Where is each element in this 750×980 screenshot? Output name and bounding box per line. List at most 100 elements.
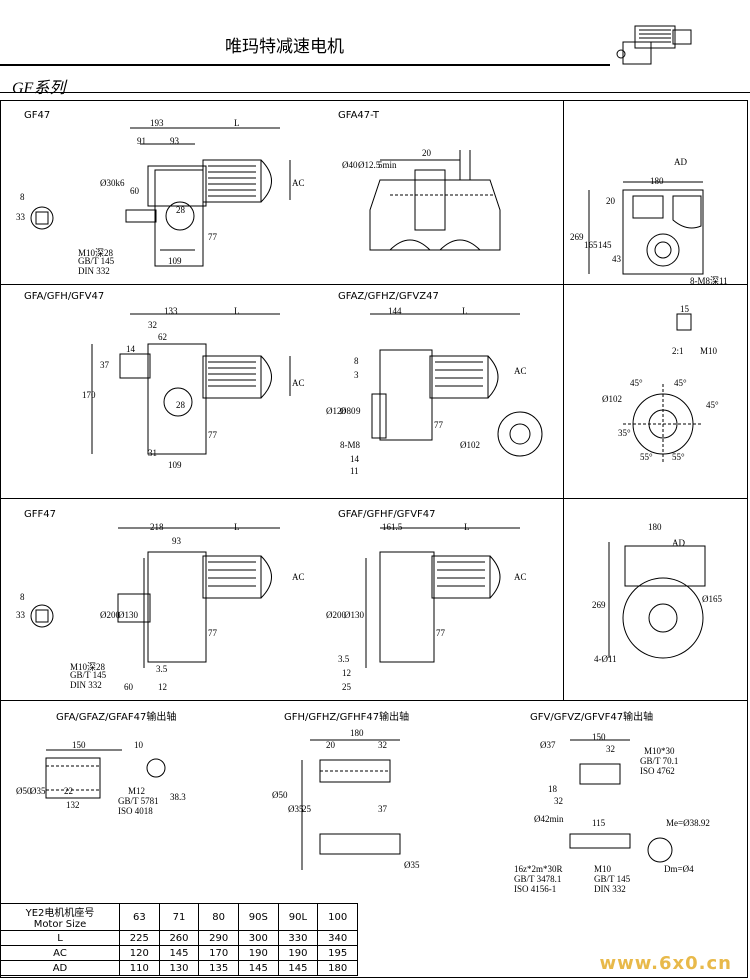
side1-dim-20: 20 <box>606 196 615 206</box>
gf47-dim-93: 93 <box>170 136 179 146</box>
gfaf47-dim-77: 77 <box>436 628 445 638</box>
gf47-dim-33: 33 <box>16 212 25 222</box>
gfa47-dim-31: 31 <box>148 448 157 458</box>
side2-dim-55b: 55° <box>672 452 685 462</box>
table-row: YE2电机机座号 Motor Size 63 71 80 90S 90L 100 <box>0 903 358 931</box>
gfaz47-dim-14: 14 <box>350 454 359 464</box>
table-row: AC 120 145 170 190 190 195 <box>0 945 358 961</box>
table-header-cell: YE2电机机座号 Motor Size <box>0 903 120 931</box>
shaft2-dim-25: 25 <box>302 804 311 814</box>
table-row-label: AD <box>0 960 120 976</box>
side3-dim-269: 269 <box>592 600 606 610</box>
shaft3-note-8: GB/T 145 <box>594 874 631 884</box>
gfa47t-dim-40: Ø40 <box>342 160 358 170</box>
table-cell: 195 <box>317 945 358 961</box>
shaft3-dim-me: Me=Ø38.92 <box>666 818 710 828</box>
table-cell: 145 <box>237 960 279 976</box>
gfa47t-dim-5min: 5min <box>378 160 397 170</box>
shaft1-dim-10: 10 <box>134 740 143 750</box>
panel-title-gfaz47: GFAZ/GFHZ/GFVZ47 <box>338 291 439 302</box>
gfaz47-dim-77: 77 <box>434 420 443 430</box>
side2-dim-15: 15 <box>680 304 689 314</box>
table-cell: 340 <box>317 930 358 946</box>
shaft2-drawing <box>301 739 401 870</box>
table-cell: 145 <box>158 945 200 961</box>
table-cell: 180 <box>317 960 358 976</box>
gfa47-dim-37: 37 <box>100 360 109 370</box>
table-row-label: L <box>0 930 120 946</box>
gfaz47-dim-11: 11 <box>350 466 359 476</box>
shaft3-dim-dm: Dm=Ø4 <box>664 864 694 874</box>
gff47-dim-200: Ø200 <box>100 610 120 620</box>
gfaz47-dim-8: 8 <box>354 356 359 366</box>
shaft3-note-7: M10 <box>594 864 612 874</box>
gfaz47-dim-80: Ø80 <box>340 406 356 416</box>
shaft2-dim-35a: Ø35 <box>288 804 304 814</box>
gf47-dim-60: 60 <box>130 186 139 196</box>
table-size-cell: 90S <box>237 903 279 931</box>
table-cell: 120 <box>119 945 160 961</box>
shaft3-drawing <box>569 739 673 863</box>
gfaf47-dim-12: 12 <box>342 668 351 678</box>
side2-dim-45a: 45° <box>630 378 643 388</box>
gearmotor-thumbnail-icon <box>616 25 692 65</box>
shaft1-note-2: GB/T 5781 <box>118 796 159 806</box>
gff47-dim-ac: AC <box>292 572 305 582</box>
gfa47-dim-ac: AC <box>292 378 305 388</box>
shaft3-dim-150: 150 <box>592 732 606 742</box>
side2-dim-45c: 45° <box>706 400 719 410</box>
shaft3-dim-37: Ø37 <box>540 740 556 750</box>
gfa47t-dim-20: 20 <box>422 148 431 158</box>
gf47-dim-193: 193 <box>150 118 164 128</box>
gff47-dim-130: Ø130 <box>118 610 138 620</box>
panel-title-gfa47t: GFA47-T <box>338 110 379 121</box>
grid-hline-2 <box>0 498 748 499</box>
side1-dim-165: 165 <box>584 240 598 250</box>
table-row: AD 110 130 135 145 145 180 <box>0 960 358 976</box>
side2-dim-ratio: 2:1 <box>672 346 684 356</box>
gfa47-drawing <box>91 313 291 455</box>
gf47-note-1: M10深28 <box>78 248 114 258</box>
gff47-note-1: M10深28 <box>70 662 106 672</box>
header-rule <box>0 64 610 66</box>
side2-drawing <box>623 313 703 464</box>
page-title: 唯玛特减速电机 <box>225 37 344 57</box>
shaft2-dim-180: 180 <box>350 728 364 738</box>
gff47-dim-8: 8 <box>20 592 25 602</box>
table-cell: 260 <box>158 930 200 946</box>
gff47-drawing <box>30 527 280 668</box>
shaft1-drawing <box>45 749 166 799</box>
table-header-en: Motor Size <box>33 919 87 930</box>
shaft3-dim-32b: 32 <box>554 796 563 806</box>
side3-dim-4011: 4-Ø11 <box>594 654 617 664</box>
gf47-drawing <box>30 127 291 267</box>
gfa47t-dim-125: Ø12.5 <box>358 160 381 170</box>
table-cell: 135 <box>198 960 239 976</box>
gfaz47-dim-9: 9 <box>356 406 361 416</box>
shaft1-dim-50: Ø50 <box>16 786 32 796</box>
gfa47-dim-77: 77 <box>208 430 217 440</box>
shaft2-dim-35b: Ø35 <box>404 860 420 870</box>
shaft3-dim-115: 115 <box>592 818 606 828</box>
gf47-note-2: GB/T 145 <box>78 256 115 266</box>
gfaz47-dim-3: 3 <box>354 370 359 380</box>
table-cell: 130 <box>158 960 200 976</box>
table-cell: 170 <box>198 945 239 961</box>
gfaf47-dim-35: 3.5 <box>338 654 350 664</box>
side3-dim-165: Ø165 <box>702 594 722 604</box>
gf47-dim-109: 109 <box>168 256 182 266</box>
table-cell: 225 <box>119 930 160 946</box>
table-size-cell: 90L <box>277 903 319 931</box>
gfaf47-dim-130: Ø130 <box>344 610 364 620</box>
gfaz47-dim-120: Ø120 <box>326 406 346 416</box>
side1-dim-43: 43 <box>612 254 621 264</box>
gfa47t-drawing <box>369 150 501 251</box>
side3-dim-ad: AD <box>672 538 685 548</box>
gff47-dim-l: L <box>234 522 240 532</box>
side1-dim-269: 269 <box>570 232 584 242</box>
shaft3-note-9: DIN 332 <box>594 884 626 894</box>
gfaf47-dim-1615: 161.5 <box>382 522 403 532</box>
shaft3-note-4: 16z*2m*30R <box>514 864 563 874</box>
side2-dim-45b: 45° <box>674 378 687 388</box>
gfaz47-dim-l: L <box>462 306 468 316</box>
